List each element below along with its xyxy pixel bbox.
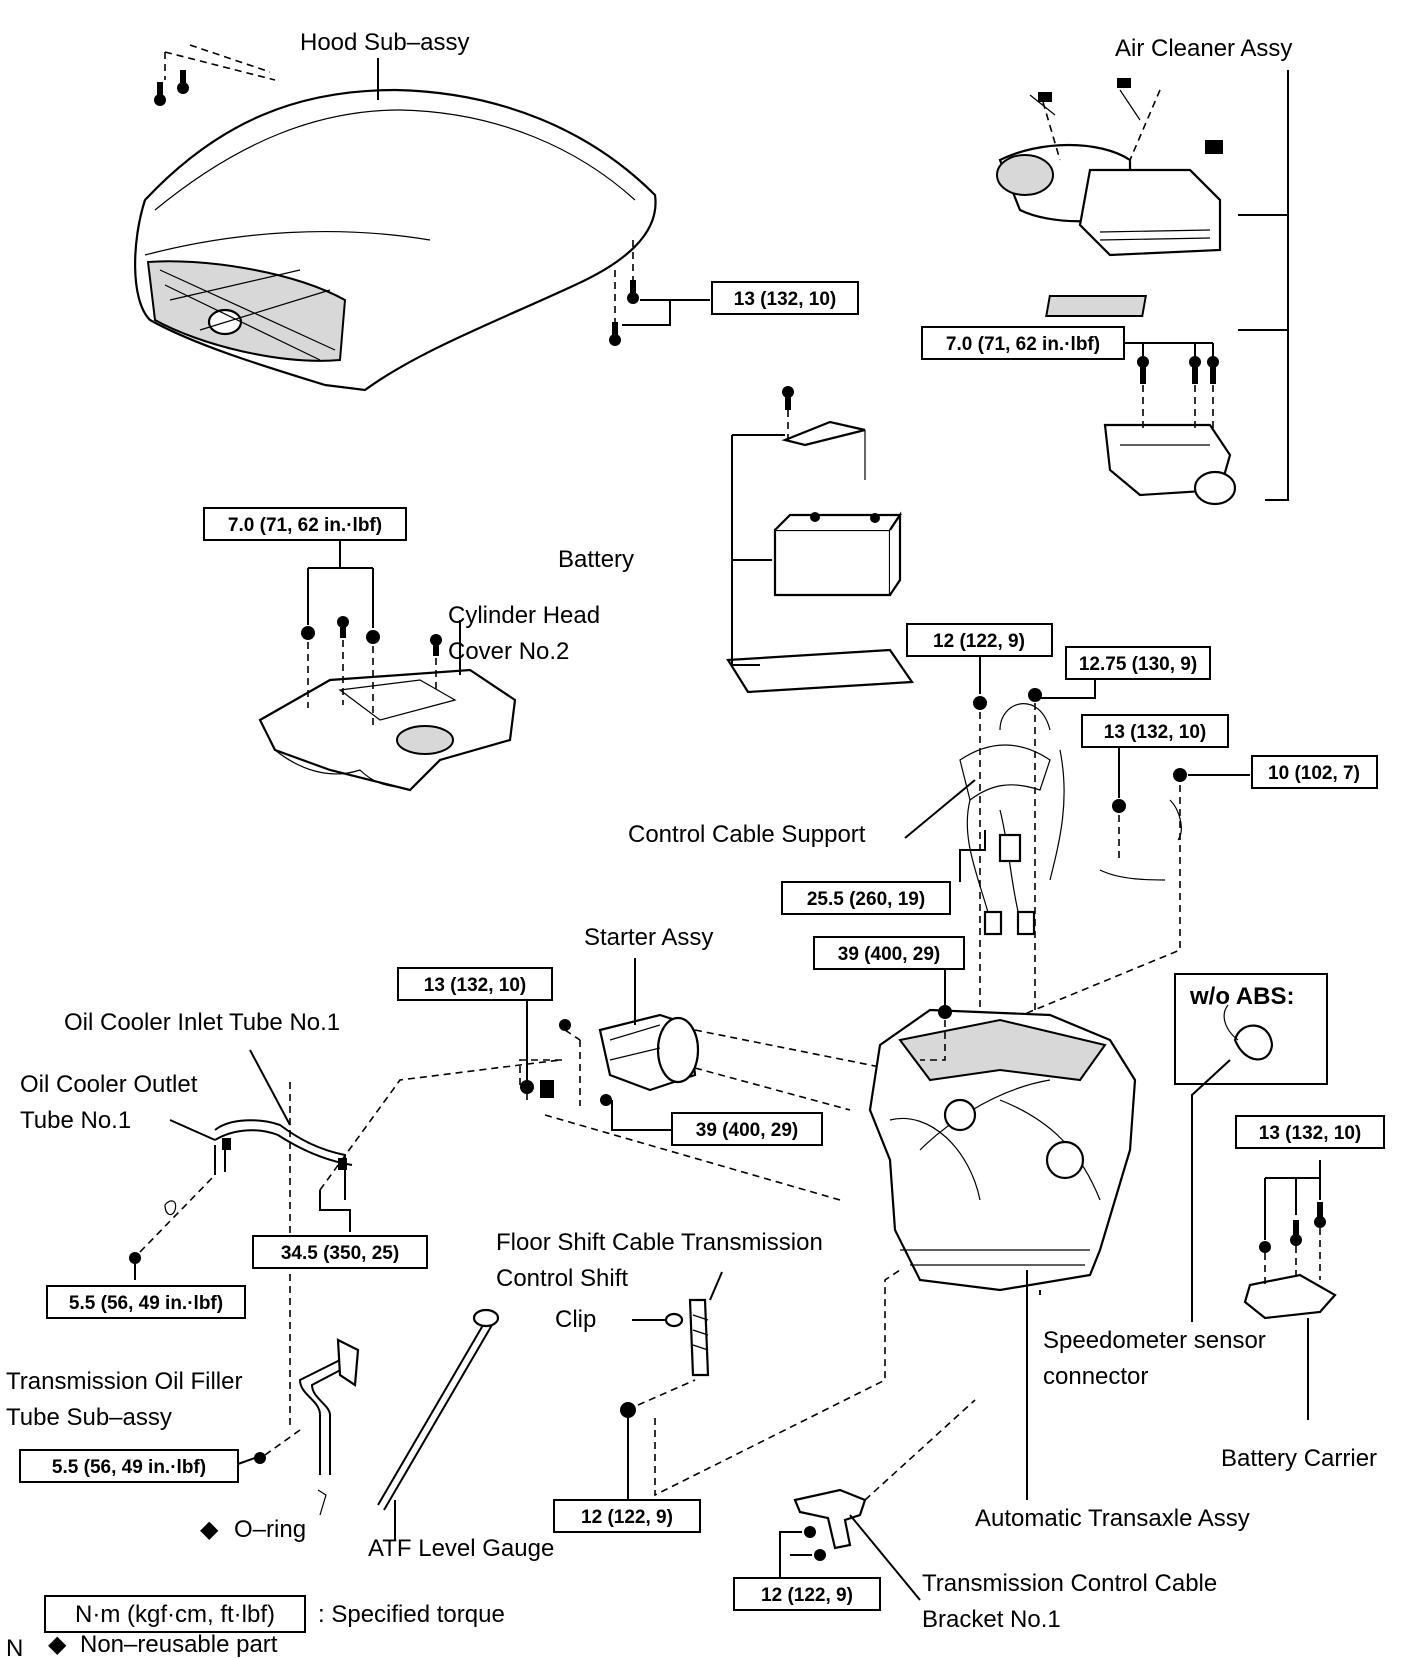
svg-text:12 (122, 9): 12 (122, 9) — [581, 1507, 673, 1528]
svg-text:13 (132, 10): 13 (132, 10) — [734, 289, 836, 310]
label-wo-abs: w/o ABS: — [1189, 983, 1294, 1010]
svg-text:13 (132, 10): 13 (132, 10) — [1259, 1123, 1361, 1144]
tcc-bracket-drawing — [779, 1399, 976, 1601]
oil-cooler-tubes-drawing — [129, 1049, 561, 1264]
battery-drawing — [726, 386, 915, 694]
svg-text:12 (122, 9): 12 (122, 9) — [933, 631, 1025, 652]
transaxle-drawing — [868, 1005, 1137, 1292]
starter-leaders — [526, 958, 672, 1131]
label-oil-cooler-inlet: Oil Cooler Inlet Tube No.1 — [64, 1009, 340, 1036]
diamond-o-ring: ◆ — [200, 1516, 219, 1543]
svg-text:5.5 (56, 49 in.·lbf): 5.5 (56, 49 in.·lbf) — [69, 1293, 223, 1314]
torque-ccs-10: 10 (102, 7) — [1251, 755, 1378, 789]
torque-carrier-13: 13 (132, 10) — [1235, 1115, 1385, 1149]
label-filler-tube-1: Transmission Oil Filler — [6, 1368, 242, 1395]
torque-ccs-12: 12 (122, 9) — [906, 623, 1053, 657]
hood-bolts — [154, 44, 710, 346]
svg-text:39 (400, 29): 39 (400, 29) — [838, 944, 940, 965]
air-cleaner-bolts — [1124, 342, 1219, 430]
cyl-head-cover-drawing — [258, 540, 517, 792]
label-speedo-2: connector — [1043, 1363, 1148, 1390]
label-filler-tube-2: Tube Sub–assy — [6, 1404, 172, 1431]
label-cyl-head-1: Cylinder Head — [448, 602, 600, 629]
legend-unit-text: : Specified torque — [318, 1601, 505, 1628]
svg-text:5.5 (56, 49 in.·lbf): 5.5 (56, 49 in.·lbf) — [52, 1457, 206, 1478]
svg-text:7.0 (71, 62 in.·lbf): 7.0 (71, 62 in.·lbf) — [946, 334, 1100, 355]
atf-gauge-drawing — [377, 1308, 500, 1540]
torque-bracket-12: 12 (122, 9) — [733, 1577, 881, 1611]
torque-ccs-1275: 12.75 (130, 9) — [1065, 646, 1211, 680]
svg-text:25.5 (260, 19): 25.5 (260, 19) — [807, 889, 925, 910]
torque-shift-12: 12 (122, 9) — [553, 1499, 701, 1533]
torque-hood: 13 (132, 10) — [711, 281, 859, 315]
label-air-cleaner: Air Cleaner Assy — [1115, 35, 1292, 62]
legend: N·m (kgf·cm, ft·lbf) : Specified torque … — [6, 1595, 505, 1658]
corner-mark: N — [6, 1635, 23, 1658]
torque-starter-13: 13 (132, 10) — [397, 967, 553, 1001]
label-cyl-head-2: Cover No.2 — [448, 638, 569, 665]
torque-trans-39: 39 (400, 29) — [813, 936, 965, 970]
label-starter: Starter Assy — [584, 924, 713, 951]
label-floor-shift-2: Control Shift — [496, 1265, 628, 1292]
torque-ccs-13: 13 (132, 10) — [1081, 714, 1229, 748]
torque-cooler-345: 34.5 (350, 25) — [252, 1235, 428, 1269]
label-speedo-1: Speedometer sensor — [1043, 1327, 1266, 1354]
floor-shift-drawing — [620, 1269, 901, 1511]
svg-text:10 (102, 7): 10 (102, 7) — [1268, 763, 1360, 784]
svg-text:34.5 (350, 25): 34.5 (350, 25) — [281, 1243, 399, 1264]
battery-bracket — [731, 434, 785, 666]
starter-drawing — [519, 1013, 896, 1201]
label-floor-shift-1: Floor Shift Cable Transmission — [496, 1229, 823, 1256]
legend-diamond: ◆ — [48, 1631, 67, 1658]
label-tcc-bracket-1: Transmission Control Cable — [922, 1570, 1217, 1597]
filler-tube-drawing — [237, 1080, 360, 1516]
label-control-cable-support: Control Cable Support — [628, 821, 866, 848]
wo-abs-box — [1174, 973, 1328, 1310]
svg-text:12 (122, 9): 12 (122, 9) — [761, 1585, 853, 1606]
label-hood: Hood Sub–assy — [300, 29, 469, 56]
legend-nonreusable: Non–reusable part — [80, 1631, 278, 1658]
torque-cyl-head: 7.0 (71, 62 in.·lbf) — [203, 507, 407, 541]
label-battery: Battery — [558, 546, 634, 573]
torque-air-cleaner: 7.0 (71, 62 in.·lbf) — [921, 326, 1125, 360]
svg-text:13 (132, 10): 13 (132, 10) — [1104, 722, 1206, 743]
label-auto-transaxle: Automatic Transaxle Assy — [975, 1505, 1250, 1532]
svg-text:7.0 (71, 62 in.·lbf): 7.0 (71, 62 in.·lbf) — [228, 515, 382, 536]
air-cleaner-bracket — [1238, 70, 1289, 501]
torque-starter-39: 39 (400, 29) — [671, 1112, 823, 1146]
legend-unit-box: N·m (kgf·cm, ft·lbf) — [75, 1601, 275, 1628]
control-cable-support-drawing — [959, 688, 1187, 1080]
air-cleaner-drawing — [996, 78, 1237, 506]
battery-carrier-drawing — [1243, 1160, 1337, 1420]
label-o-ring: O–ring — [234, 1516, 306, 1543]
label-oil-cooler-outlet-1: Oil Cooler Outlet — [20, 1071, 198, 1098]
svg-text:13 (132, 10): 13 (132, 10) — [424, 975, 526, 996]
torque-ccs-255: 25.5 (260, 19) — [781, 881, 951, 915]
svg-text:39 (400, 29): 39 (400, 29) — [696, 1120, 798, 1141]
label-tcc-bracket-2: Bracket No.1 — [922, 1606, 1061, 1633]
label-atf-gauge: ATF Level Gauge — [368, 1535, 554, 1562]
torque-cooler-55: 5.5 (56, 49 in.·lbf) — [46, 1285, 246, 1319]
label-battery-carrier: Battery Carrier — [1221, 1445, 1377, 1472]
torque-filler-55: 5.5 (56, 49 in.·lbf) — [19, 1449, 239, 1483]
ccs-torque-leaders — [904, 656, 1250, 882]
hood-drawing — [134, 88, 657, 392]
label-clip: Clip — [555, 1306, 596, 1333]
svg-text:12.75 (130, 9): 12.75 (130, 9) — [1079, 654, 1197, 675]
label-oil-cooler-outlet-2: Tube No.1 — [20, 1107, 131, 1134]
